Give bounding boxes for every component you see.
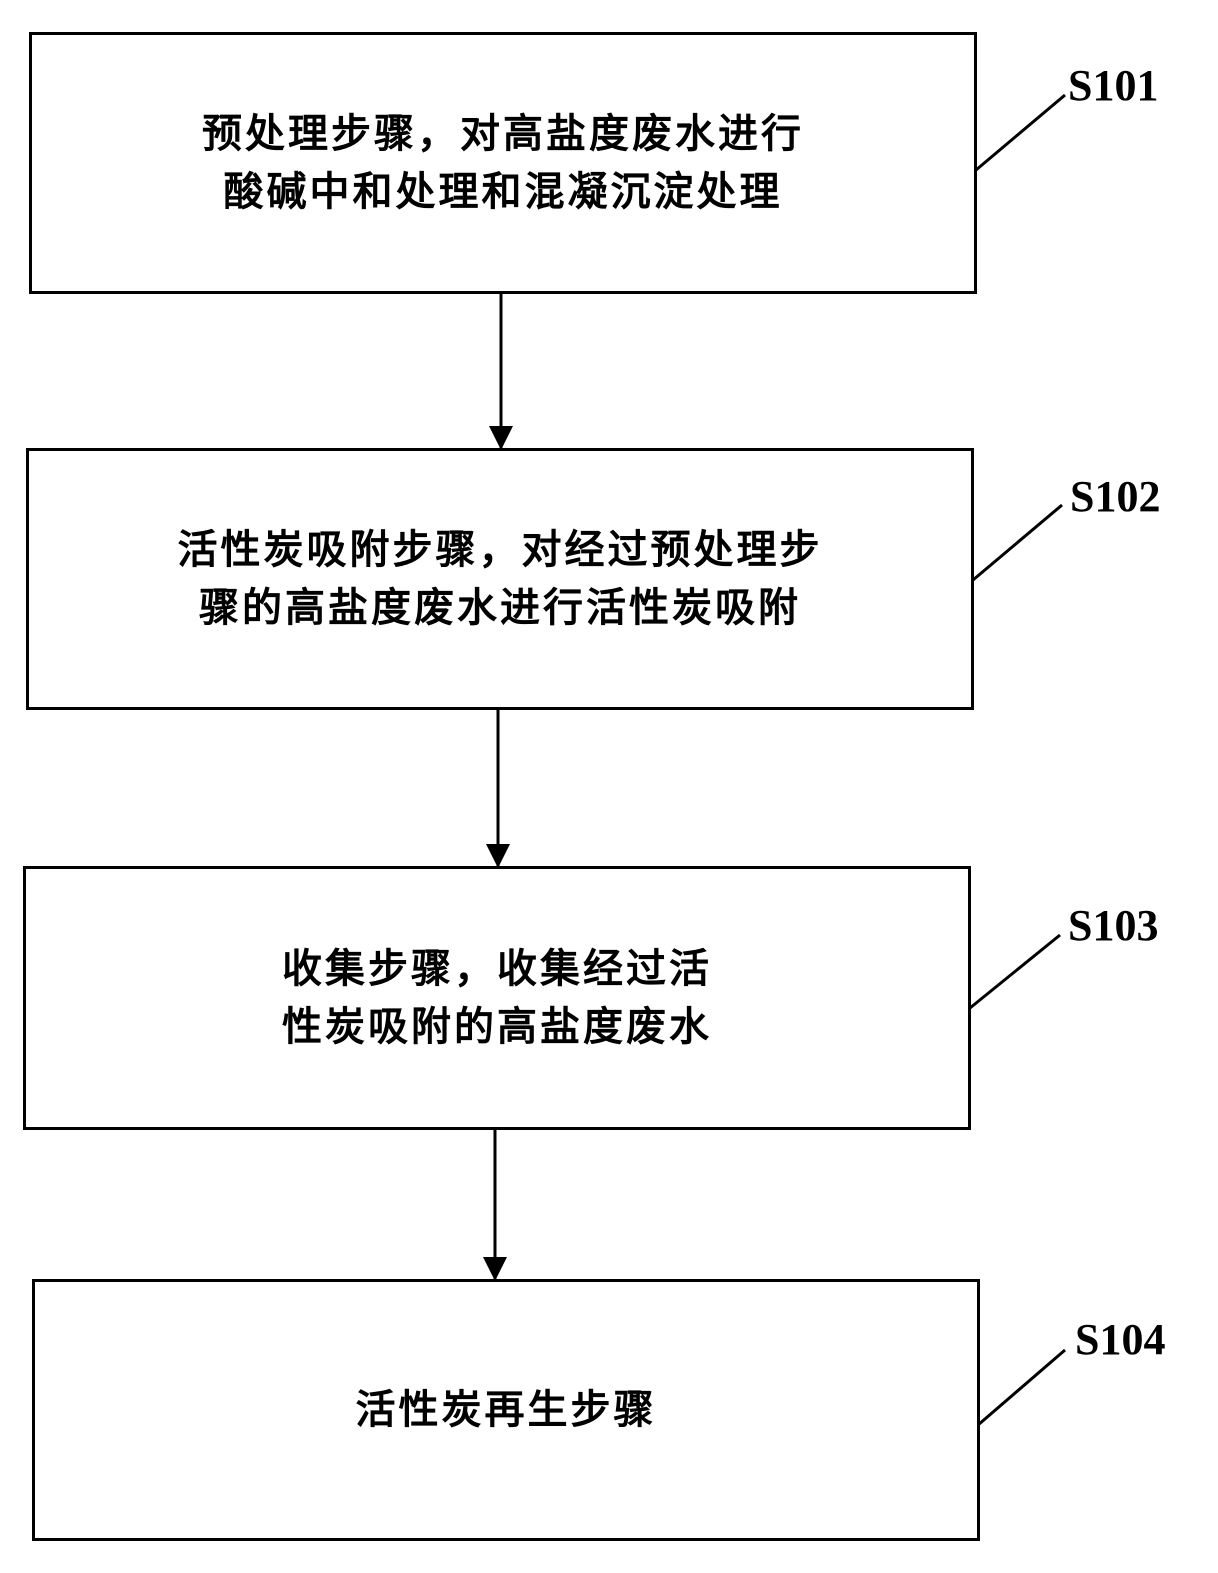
leader-line-s103: [969, 933, 1061, 1010]
leader-line-s101: [975, 93, 1066, 172]
step-box-s104: 活性炭再生步骤: [32, 1279, 980, 1541]
step-label-s102: S102: [1070, 472, 1161, 521]
step-text-line: 骤的高盐度废水进行活性炭吸附: [199, 584, 801, 631]
step-text-line: 性炭吸附的高盐度废水: [282, 1003, 712, 1050]
step-box-s102: 活性炭吸附步骤，对经过预处理步 骤的高盐度废水进行活性炭吸附: [26, 448, 974, 710]
step-label-s103: S103: [1068, 901, 1159, 950]
step-text-line: 活性炭吸附步骤，对经过预处理步: [177, 526, 823, 573]
step-text-line: 活性炭再生步骤: [355, 1386, 657, 1433]
step-label-s101: S101: [1068, 61, 1159, 110]
step-text-line: 收集步骤，收集经过活: [282, 945, 712, 992]
step-text-line: 酸碱中和处理和混凝沉淀处理: [223, 168, 783, 215]
step-text-line: 预处理步骤，对高盐度废水进行: [202, 110, 804, 157]
leader-line-s102: [972, 503, 1063, 582]
step-box-s103: 收集步骤，收集经过活 性炭吸附的高盐度废水: [23, 866, 971, 1130]
step-box-s101: 预处理步骤，对高盐度废水进行 酸碱中和处理和混凝沉淀处理: [29, 32, 977, 294]
step-label-s104: S104: [1075, 1315, 1166, 1364]
leader-line-s104: [977, 1348, 1066, 1427]
